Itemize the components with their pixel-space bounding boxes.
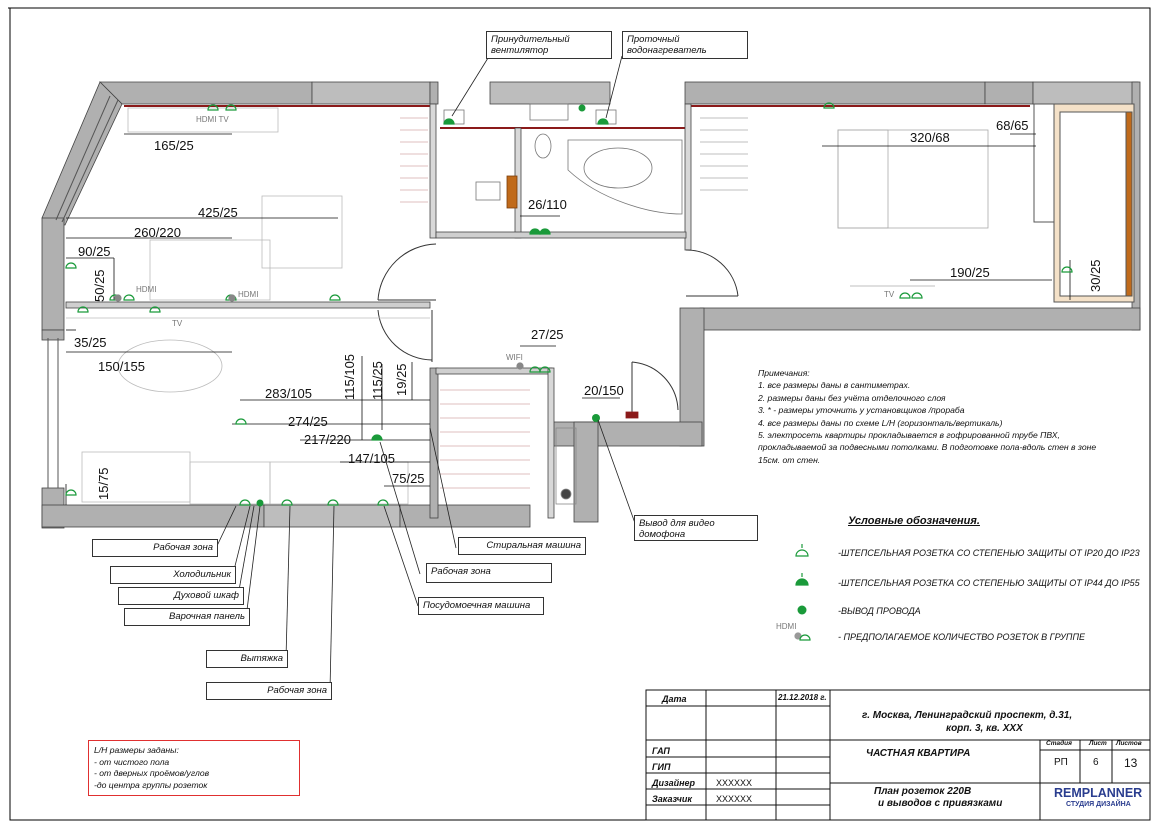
lh-note-line: - от чистого пола	[94, 756, 170, 767]
tb-address-line2: корп. 3, кв. XXX	[946, 723, 1023, 734]
callout-work-zone-3: Рабочая зона	[426, 563, 552, 583]
note-line: 1. все размеры даны в сантиметрах.	[758, 380, 911, 391]
tb-designer-value: XXXXXX	[716, 778, 753, 788]
hdmi-label-1: HDMI	[136, 285, 157, 294]
callout-forced-fan: Принудительный вентилятор	[486, 31, 612, 59]
tv-label-bedroom: TV	[884, 290, 895, 299]
dim-274-25: 274/25	[288, 414, 328, 429]
note-line: 3. * - размеры уточнить у установщиков /…	[758, 405, 965, 416]
notes-title: Примечания:	[758, 368, 810, 378]
tb-sheet-value: 6	[1093, 757, 1099, 768]
note-line: 15см. от стен.	[758, 454, 821, 465]
tb-drawing-title-1: План розеток 220В	[874, 786, 972, 797]
tb-address-line1: г. Москва, Ленинградский проспект, д.31,	[862, 710, 1073, 721]
tv-label-living: TV	[172, 319, 183, 328]
hdmi-tv-label: HDMI TV	[196, 115, 229, 124]
callout-intercom: Вывод для видео домофона	[634, 515, 758, 541]
callout-oven: Духовой шкаф	[118, 587, 244, 605]
dim-283-105: 283/105	[265, 386, 312, 401]
dim-147-105: 147/105	[348, 451, 395, 466]
tb-sheets-value: 13	[1124, 756, 1138, 770]
lh-dimensions-note: L/H размеры заданы: - от чистого пола - …	[88, 740, 300, 796]
lh-note-line: -до центра группы розеток	[94, 779, 208, 790]
logo-main: REMPLANNER	[1054, 786, 1143, 800]
tb-client-label: Заказчик	[652, 794, 692, 804]
notes-block: Примечания: 1. все размеры даны в сантим…	[758, 367, 1148, 466]
logo-sub: СТУДИЯ ДИЗАЙНА	[1066, 801, 1131, 808]
bedroom-furniture	[700, 117, 989, 287]
callout-cooktop: Варочная панель	[124, 608, 250, 626]
legend-title: Условные обозначения.	[848, 515, 980, 527]
tb-project-name: Частная квартира	[866, 748, 971, 759]
dim-425-25: 425/25	[198, 205, 238, 220]
tb-date-label: Дата	[662, 694, 687, 704]
top-wall-finish	[124, 105, 1030, 129]
dim-50-25: 50/25	[92, 269, 107, 302]
legend-symbols	[794, 544, 811, 641]
wardrobe-hatch	[400, 117, 530, 489]
balcony	[1033, 103, 1135, 303]
note-line: прокладываемой за подвесными потолками. …	[758, 442, 1097, 453]
bathroom-fixtures	[443, 103, 683, 215]
callout-water-heater: Проточный водонагреватель	[622, 31, 748, 59]
dim-26-110: 26/110	[528, 197, 567, 212]
tb-sheet-label: Лист	[1089, 740, 1107, 747]
dim-190-25: 190/25	[950, 265, 990, 280]
tb-client-value: XXXXXX	[716, 794, 753, 804]
dim-90-25: 90/25	[78, 244, 111, 259]
dim-27-25: 27/25	[531, 327, 564, 342]
dim-217-220: 217/220	[304, 432, 351, 447]
dim-35-25: 35/25	[74, 335, 107, 350]
dim-115-25: 115/25	[370, 361, 385, 400]
callout-washing-machine: Стиральная машина	[458, 537, 586, 555]
entry-fixtures	[555, 411, 639, 505]
tb-gap-label: ГАП	[652, 746, 670, 756]
dimension-lines	[65, 133, 1071, 505]
callout-work-zone-1: Рабочая зона	[92, 539, 218, 557]
dim-30-25: 30/25	[1088, 259, 1103, 292]
callout-hood: Вытяжка	[206, 650, 288, 668]
note-line: 5. электросеть квартиры прокладывается в…	[758, 430, 1060, 441]
legend-row-wire-outlet: -ВЫВОД ПРОВОДА	[838, 606, 921, 616]
tb-stage-value: РП	[1054, 757, 1068, 768]
dim-260-220: 260/220	[134, 225, 181, 240]
note-line: 2. размеры даны без учёта отделочного сл…	[758, 392, 946, 403]
lh-note-line: - от дверных проёмов/углов	[94, 768, 210, 778]
tb-sheets-label: Листов	[1116, 740, 1142, 747]
callout-work-zone-2: Рабочая зона	[206, 682, 332, 700]
lh-note-title: L/H размеры заданы:	[94, 745, 179, 755]
living-furniture	[66, 107, 430, 505]
tb-drawing-title-2: и выводов с привязками	[878, 798, 1003, 809]
leader-lines	[215, 55, 637, 691]
legend-row-ip20: -ШТЕПСЕЛЬНАЯ РОЗЕТКА СО СТЕПЕНЬЮ ЗАЩИТЫ …	[838, 548, 1140, 558]
tb-gip-label: ГИП	[652, 762, 671, 772]
dim-19-25: 19/25	[394, 363, 409, 396]
dim-320-68: 320/68	[910, 130, 950, 145]
dim-15-75: 15/75	[96, 467, 111, 500]
dim-165-25: 165/25	[154, 138, 194, 153]
socket-symbols	[65, 102, 1073, 507]
note-line: 4. все размеры даны по схеме L/H (горизо…	[758, 417, 1003, 428]
dim-68-65: 68/65	[996, 118, 1029, 133]
hdmi-label-2: HDMI	[238, 290, 259, 299]
interior-walls	[65, 103, 692, 519]
legend-row-group-count: - ПРЕДПОЛАГАЕМОЕ КОЛИЧЕСТВО РОЗЕТОК В ГР…	[838, 632, 1085, 642]
legend-row-ip44: -ШТЕПСЕЛЬНАЯ РОЗЕТКА СО СТЕПЕНЬЮ ЗАЩИТЫ …	[838, 578, 1140, 588]
callout-fridge: Холодильник	[110, 566, 236, 584]
legend-hdmi-label: HDMI	[776, 622, 797, 631]
dim-115-105: 115/105	[342, 353, 357, 400]
dim-150-155: 150/155	[98, 359, 145, 374]
callout-dishwasher: Посудомоечная машина	[418, 597, 544, 615]
dim-20-150: 20/150	[584, 383, 624, 398]
tb-stage-label: Стадия	[1046, 740, 1072, 747]
tb-designer-label: Дизайнер	[652, 778, 696, 788]
wifi-label: WIFI	[506, 353, 523, 362]
dim-75-25: 75/25	[392, 471, 425, 486]
tb-date-value: 21.12.2018 г.	[778, 693, 827, 702]
title-block-grid	[645, 689, 1151, 821]
windows	[47, 95, 119, 488]
door-swings	[377, 243, 739, 412]
exterior-walls	[41, 81, 1141, 529]
